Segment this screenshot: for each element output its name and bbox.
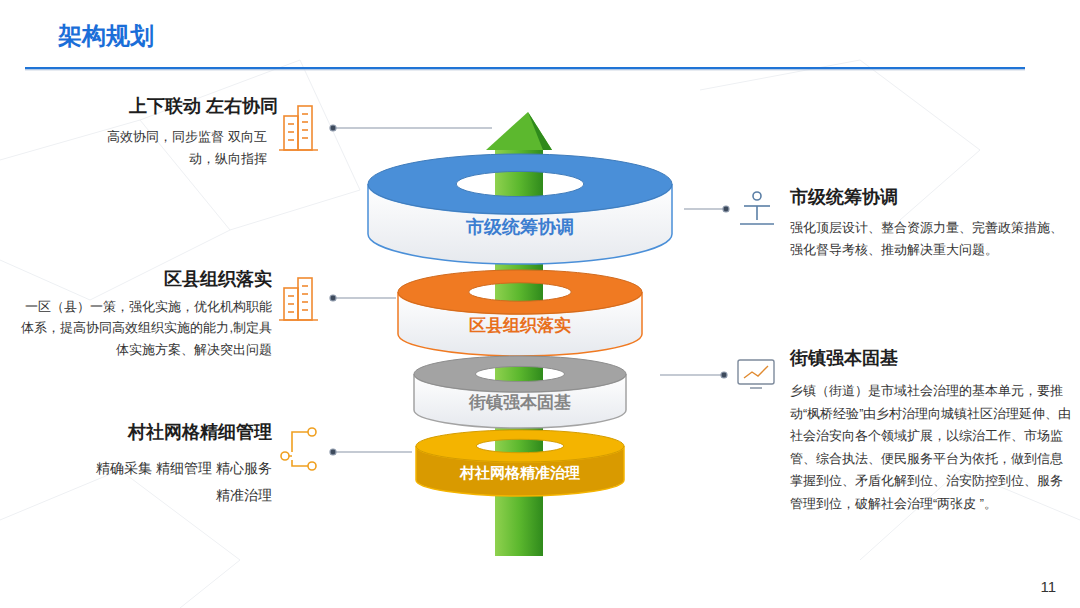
- page-number: 11: [1000, 578, 1056, 596]
- title-rule-shadow: [25, 70, 1025, 71]
- slide-title: 架构规划: [58, 20, 154, 52]
- building-icon: [279, 106, 318, 150]
- ring-tier: 区县组织落实: [396, 268, 644, 358]
- podium-icon: [740, 192, 774, 224]
- ring-top-face: [414, 356, 626, 392]
- title-rule: [25, 67, 1025, 70]
- ring-tier: 村社网格精准治理: [414, 428, 626, 498]
- tier-label: 市级统筹协调: [366, 217, 674, 239]
- building-icon: [279, 278, 318, 320]
- tier-label: 区县组织落实: [396, 316, 644, 336]
- callout-heading: 市级统筹协调: [790, 186, 1060, 209]
- background-facets: [0, 60, 1080, 608]
- ring-shape: [414, 428, 626, 498]
- callout-heading: 上下联动 左右协同: [40, 95, 278, 118]
- ring-tier: 市级统筹协调: [366, 152, 674, 266]
- callout-body: 高效协同，同步监督 双向互动，纵向指挥: [95, 126, 267, 170]
- ring-tier: 街镇强本固基: [412, 354, 628, 430]
- callout-body: 一区（县）一策，强化实施，优化机构职能体系，提高协同高效组织实施的能力,制定具体…: [18, 296, 272, 360]
- ring-top-face: [398, 270, 642, 314]
- callout-body: 精确采集 精细管理 精心服务 精准治理: [95, 455, 272, 508]
- tier-label: 街镇强本固基: [412, 393, 628, 413]
- callout-body: 乡镇（街道）是市域社会治理的基本单元，要推动“枫桥经验”由乡村治理向城镇社区治理…: [790, 380, 1072, 515]
- monitor-chart-icon: [738, 360, 774, 388]
- ring-shape: [412, 354, 628, 430]
- ring-shape: [396, 268, 644, 358]
- network-icon: [281, 428, 316, 470]
- callout-body: 强化顶层设计、整合资源力量、完善政策措施、强化督导考核、推动解决重大问题。: [790, 218, 1072, 262]
- ring-top-face: [416, 430, 624, 462]
- callout-heading: 村社网格精细管理: [40, 421, 272, 444]
- tier-label: 村社网格精准治理: [414, 464, 626, 482]
- leader-lines: [330, 125, 729, 455]
- callout-heading: 区县组织落实: [40, 268, 272, 291]
- callout-heading: 街镇强本固基: [790, 347, 1060, 370]
- ring-top-face: [368, 154, 672, 214]
- ring-shape: [366, 152, 674, 266]
